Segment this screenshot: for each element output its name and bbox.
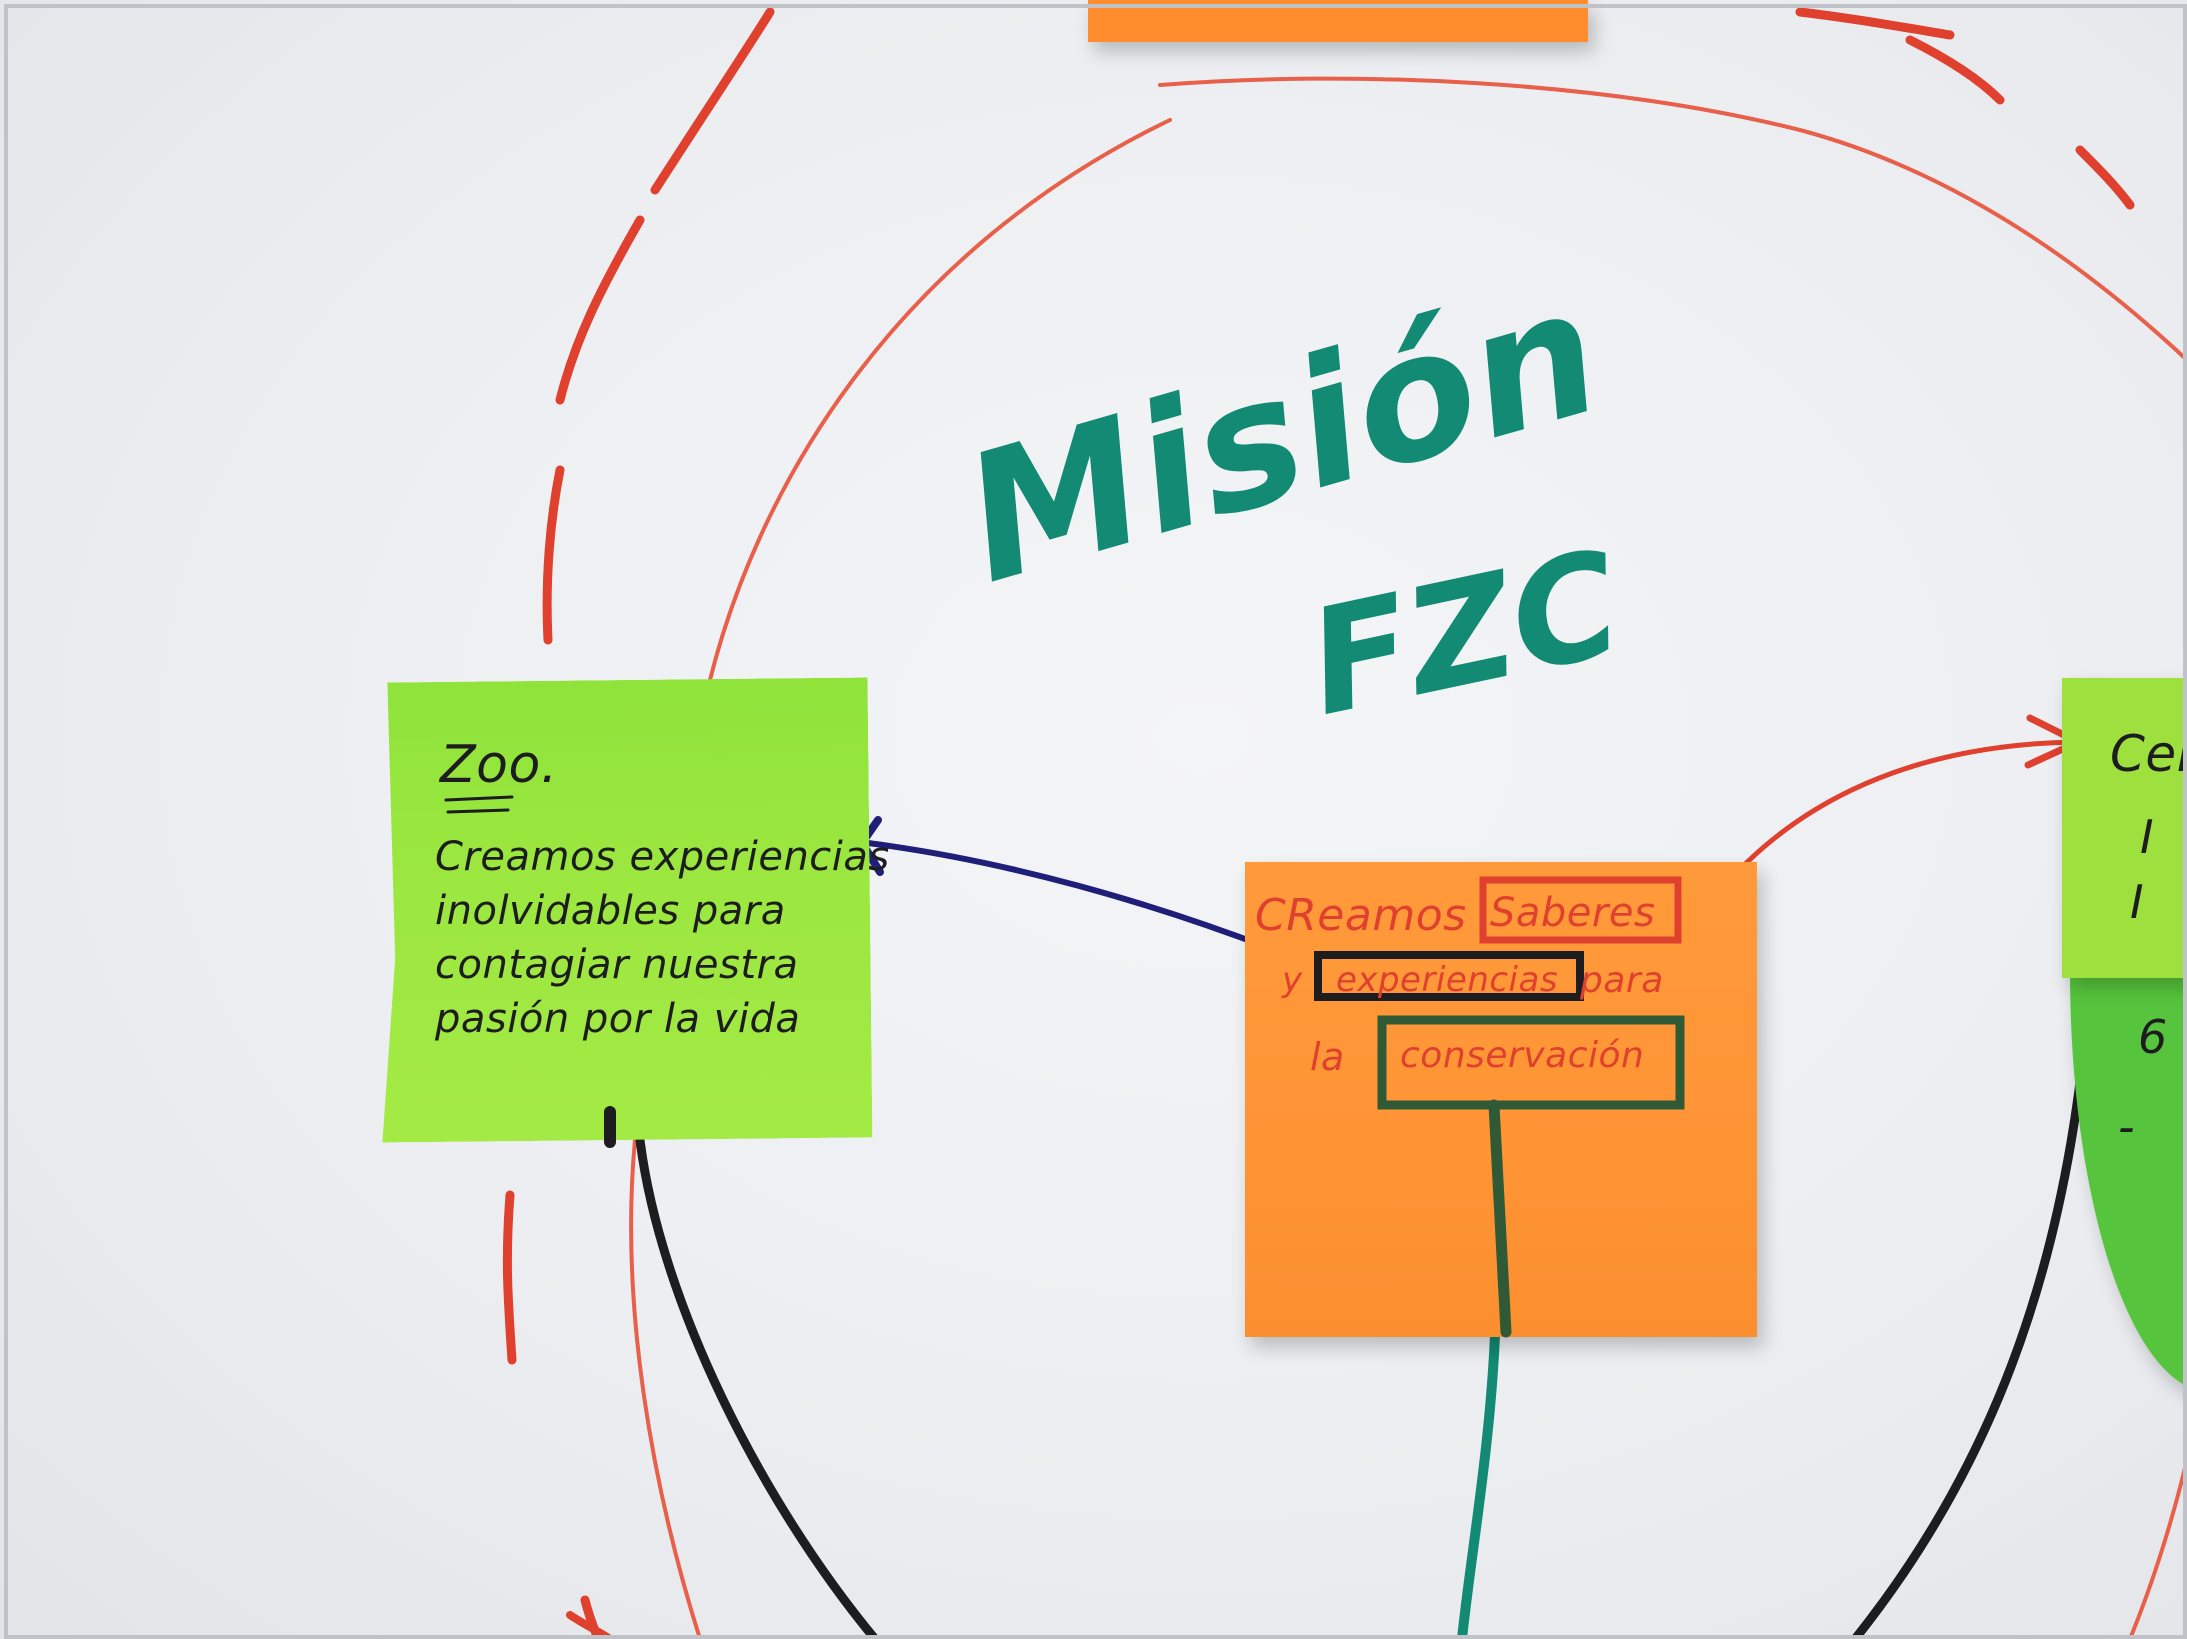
teal-line-down	[1457, 1330, 1500, 1639]
center-note-word-experiencias: y experiencias	[1282, 960, 1558, 1000]
navy-arrow-line	[865, 840, 1308, 965]
red-dashed-circle-left	[502, 7, 775, 1639]
center-note-word-creamos: CReamos	[1255, 890, 1467, 941]
zoo-note-line: inolvidables para	[435, 888, 786, 934]
saberes-red-box	[1479, 876, 1682, 944]
center-note-word-experiencias-text: experiencias	[1335, 960, 1559, 1000]
conservacion-green-box	[1377, 1015, 1685, 1110]
right-note-line: I	[2130, 875, 2145, 929]
center-note-word-para: para	[1580, 960, 1664, 1001]
zoo-note-heading: Zoo.	[440, 735, 558, 795]
black-curve-left	[635, 1135, 880, 1639]
conservacion-green-stem	[1488, 1099, 1512, 1338]
black-curve-right	[1850, 1035, 2090, 1639]
red-inner-circle	[629, 76, 2187, 1639]
right-note-line: Cen	[2110, 725, 2187, 783]
center-note-word-y: y	[1282, 960, 1303, 1000]
sticky-note-green-right	[2062, 678, 2187, 978]
right-note-line: I	[2140, 810, 2155, 864]
experiencias-black-box	[1314, 951, 1584, 1001]
right-note-line: 6	[2138, 1010, 2168, 1064]
zoo-note-line: contagiar nuestra	[435, 942, 799, 988]
zoo-note-body: Creamos experiencias inolvidables para c…	[435, 830, 890, 1046]
zoo-double-underline	[444, 795, 514, 814]
red-dashed-circle-right	[1795, 7, 2135, 210]
zoo-note-line: Creamos experiencias	[435, 834, 890, 880]
center-note-word-saberes: Saberes	[1490, 890, 1656, 936]
center-note-word-la: la	[1310, 1035, 1345, 1079]
right-note-line: -	[2118, 1100, 2136, 1154]
zoo-note-line: pasión por la vida	[435, 996, 801, 1042]
center-note-word-conservacion: conservación	[1400, 1035, 1645, 1076]
